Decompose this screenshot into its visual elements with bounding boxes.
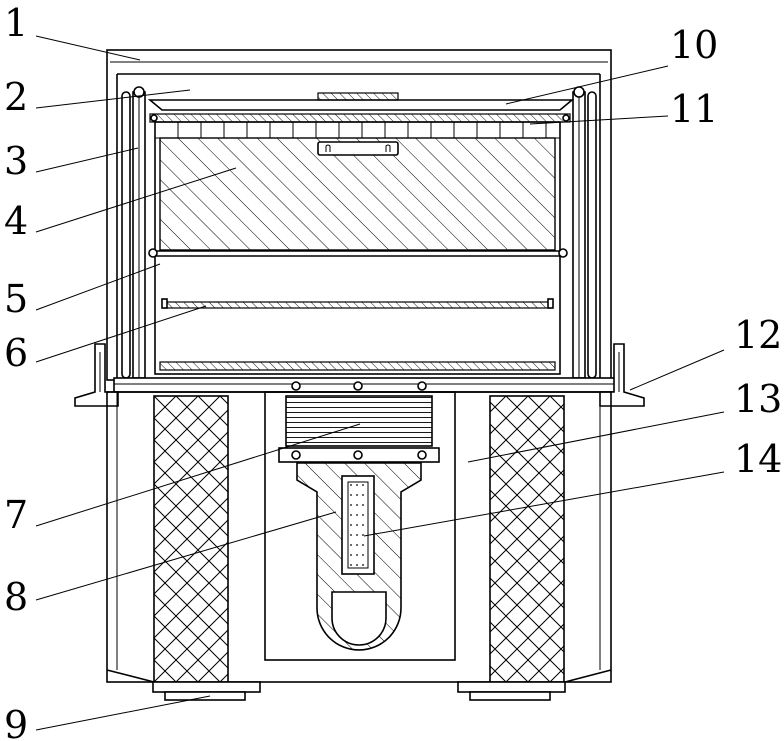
leader-1 — [36, 36, 140, 60]
label-12: 12 — [734, 313, 782, 357]
label-14: 14 — [734, 437, 782, 481]
tick-row — [155, 122, 560, 138]
top-plate — [150, 100, 572, 110]
bolt-top-3 — [418, 382, 426, 390]
shelf-pin-left — [149, 249, 157, 257]
foot-left-bottom — [165, 692, 245, 700]
strip-end-right — [563, 115, 569, 121]
label-13: 13 — [734, 377, 782, 421]
mounting-plate-bar — [114, 378, 618, 392]
label-2: 2 — [4, 75, 28, 119]
bellows — [286, 396, 432, 446]
bolt-mid-3 — [418, 451, 426, 459]
tray-plate — [165, 302, 550, 308]
tray-bracket-left — [162, 299, 167, 308]
cabinet-base-strip — [160, 362, 555, 370]
insulation-block-right — [490, 396, 564, 686]
label-9: 9 — [4, 703, 28, 741]
foot-left-top — [153, 682, 260, 692]
flange-right — [600, 344, 644, 406]
leader-6 — [36, 306, 206, 362]
label-1: 1 — [4, 1, 28, 45]
bolt-top-2 — [354, 382, 362, 390]
upper-chamber — [107, 50, 611, 380]
label-11: 11 — [670, 87, 718, 131]
lower-chamber — [107, 382, 611, 686]
leader-12 — [630, 350, 724, 390]
label-4: 4 — [4, 199, 28, 243]
housing-chamfer-right — [565, 670, 611, 682]
bolt-mid-1 — [292, 451, 300, 459]
foot-right-bottom — [470, 692, 550, 700]
top-handle — [318, 93, 398, 100]
label-10: 10 — [670, 23, 718, 67]
guide-rod-right-cap — [574, 87, 584, 97]
label-7: 7 — [4, 493, 28, 537]
housing-chamfer-left — [107, 670, 154, 682]
leader-9 — [36, 696, 210, 730]
label-5: 5 — [4, 277, 28, 321]
sealing-strip — [150, 114, 570, 122]
feet — [153, 682, 565, 700]
bolt-top-1 — [292, 382, 300, 390]
heating-core-element — [348, 482, 368, 568]
bolt-mid-2 — [354, 451, 362, 459]
flange-left — [75, 344, 118, 406]
label-8: 8 — [4, 575, 28, 619]
label-6: 6 — [4, 331, 28, 375]
insulation-block-left — [154, 396, 228, 686]
guide-rod-right-outer — [588, 92, 596, 378]
guide-rod-left-outer — [122, 92, 130, 378]
leader-10 — [506, 66, 668, 104]
rod-end-cutout — [332, 592, 386, 645]
label-3: 3 — [4, 139, 28, 183]
tray-bracket-right — [548, 299, 553, 308]
shelf-pin-right — [559, 249, 567, 257]
foot-right-top — [458, 682, 565, 692]
strip-end-left — [151, 115, 157, 121]
